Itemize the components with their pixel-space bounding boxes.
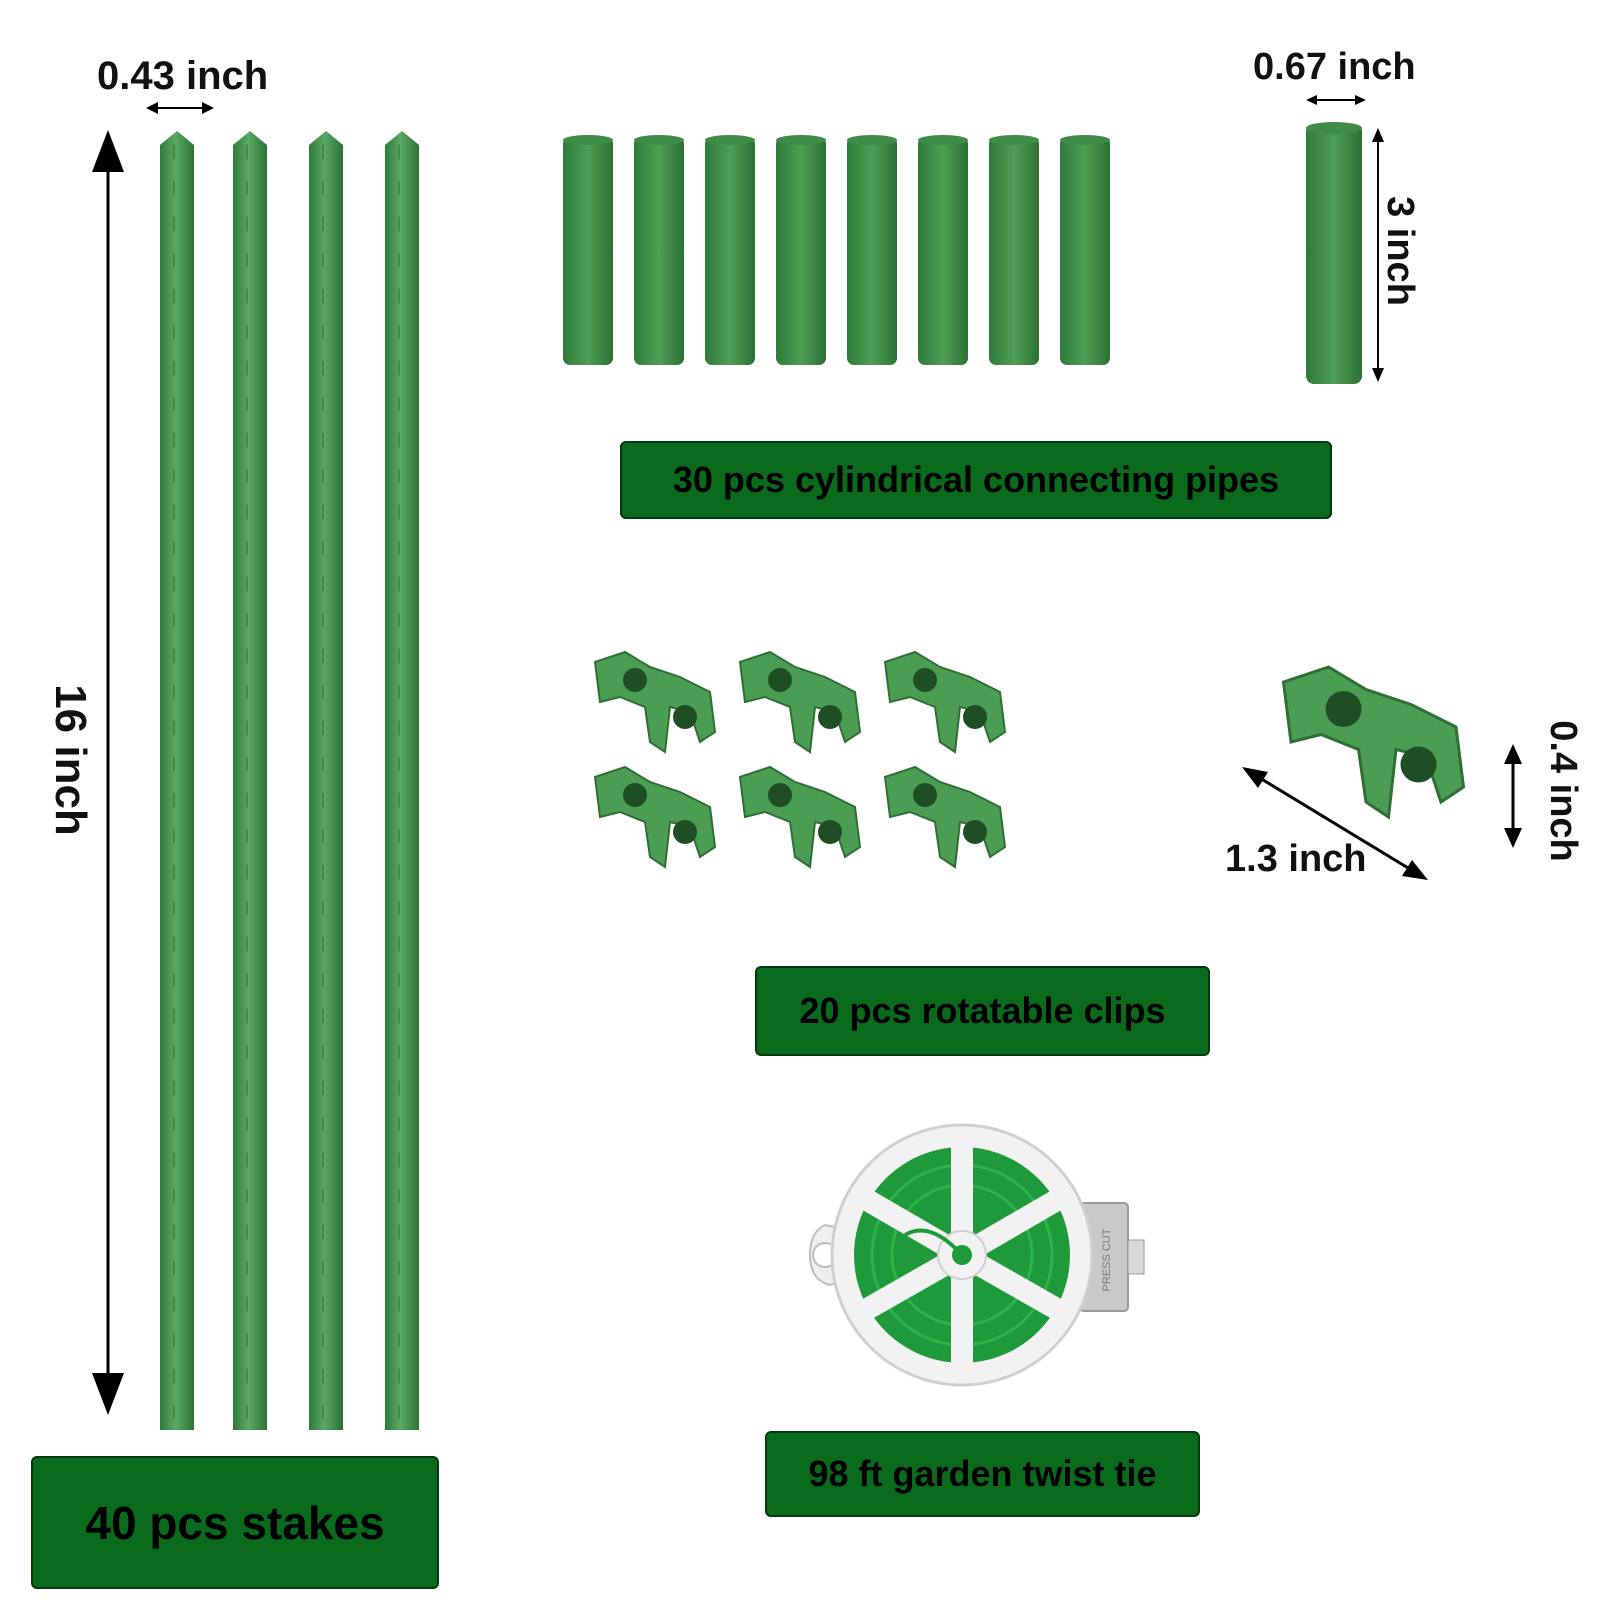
rotatable-clip-detail [1281,665,1466,820]
tie-caption-badge: 98 ft garden twist tie [765,1431,1200,1517]
rotatable-clip [593,650,717,754]
twist-tie-spool: PRESS CUT [808,1123,1145,1387]
stakes-caption-badge: 40 pcs stakes [31,1456,439,1589]
clips-caption-badge: 20 pcs rotatable clips [755,966,1210,1056]
rotatable-clip [738,765,862,869]
tie-caption: 98 ft garden twist tie [808,1453,1157,1494]
clip-height-label: 0.4 inch [1542,720,1584,862]
connecting-pipe [1060,135,1110,365]
connecting-pipe [847,135,897,365]
pipes-caption-badge: 30 pcs cylindrical connecting pipes [620,441,1332,519]
rotatable-clip [883,765,1007,869]
pipe-length-arrow [1372,128,1384,382]
pipes-caption: 30 pcs cylindrical connecting pipes [672,459,1280,500]
clip-width-arrow [1242,767,1428,880]
connecting-pipe [634,135,684,365]
connecting-pipe [705,135,755,365]
stakes-caption: 40 pcs stakes [85,1496,385,1549]
stake-width-label: 0.43 inch [97,54,269,98]
stake-length-label: 16 inch [46,684,95,836]
spool-label: PRESS CUT [1101,1228,1113,1291]
rotatable-clip [593,765,717,869]
stake [385,131,419,1430]
connecting-pipe [989,135,1039,365]
clip-height-arrow [1504,744,1522,848]
pipe-width-arrow [1306,95,1366,105]
rotatable-clip [738,650,862,754]
stake-width-arrow [146,102,214,114]
stake [233,131,267,1430]
stake-length-arrow [92,130,124,1415]
connecting-pipe-detail [1306,122,1362,384]
stake [160,131,194,1430]
rotatable-clip [883,650,1007,754]
clip-width-label: 1.3 inch [1225,838,1367,880]
connecting-pipe [563,135,613,365]
stake [309,131,343,1430]
clips-caption: 20 pcs rotatable clips [799,990,1166,1031]
pipe-width-label: 0.67 inch [1253,46,1416,88]
connecting-pipe [776,135,826,365]
pipe-length-label: 3 inch [1379,196,1421,306]
connecting-pipe [918,135,968,365]
